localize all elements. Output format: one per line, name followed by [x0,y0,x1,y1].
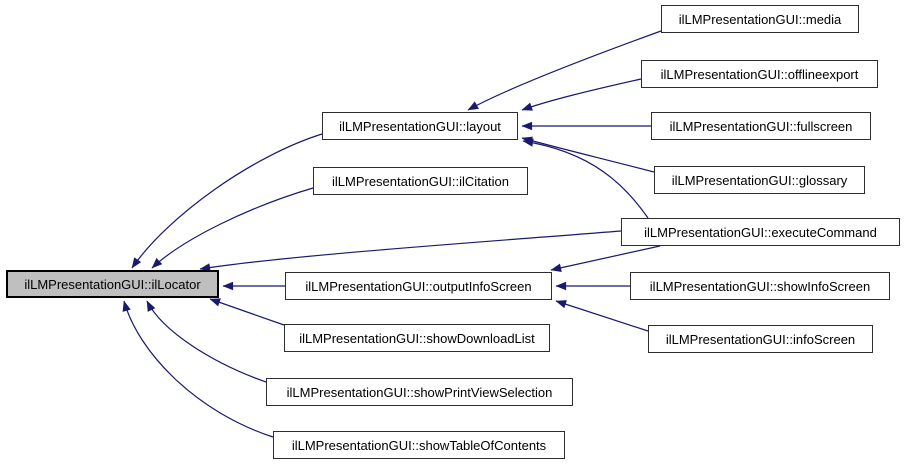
edge-glossary-to-layout [521,136,655,173]
edge-ilCitation-to-ilLocator [151,187,314,269]
edge-showPrintViewSelection-to-ilLocator [146,300,267,383]
node-layout[interactable]: ilLMPresentationGUI::layout [322,112,518,140]
node-ilCitation[interactable]: ilLMPresentationGUI::ilCitation [313,167,528,195]
edge-executeCommand-to-layout [522,138,649,219]
edge-showDownloadList-to-ilLocator [209,298,285,326]
node-outputInfoScreen[interactable]: ilLMPresentationGUI::outputInfoScreen [285,272,552,300]
node-showPrintViewSelection[interactable]: ilLMPresentationGUI::showPrintViewSelect… [266,378,573,406]
edge-infoScreen-to-outputInfoScreen [555,300,649,332]
edge-showTableOfContents-to-ilLocator [122,300,274,438]
node-infoScreen[interactable]: ilLMPresentationGUI::infoScreen [648,325,873,353]
node-media[interactable]: ilLMPresentationGUI::media [661,5,859,33]
node-offlineexport[interactable]: ilLMPresentationGUI::offlineexport [641,60,878,88]
edge-executeCommand-to-outputInfoScreen [550,245,661,272]
node-showTableOfContents[interactable]: ilLMPresentationGUI::showTableOfContents [273,431,565,459]
node-showDownloadList[interactable]: ilLMPresentationGUI::showDownloadList [284,324,550,352]
edge-executeCommand-to-ilLocator [199,230,622,272]
edge-offlineexport-to-layout [521,78,642,111]
edge-layout-to-ilLocator [131,133,323,269]
node-glossary[interactable]: ilLMPresentationGUI::glossary [654,166,865,194]
node-showInfoScreen[interactable]: ilLMPresentationGUI::showInfoScreen [630,272,890,300]
node-fullscreen[interactable]: ilLMPresentationGUI::fullscreen [651,112,871,140]
node-ilLocator: ilLMPresentationGUI::ilLocator [6,270,219,298]
edge-media-to-layout [467,30,662,111]
node-executeCommand[interactable]: ilLMPresentationGUI::executeCommand [621,218,900,246]
